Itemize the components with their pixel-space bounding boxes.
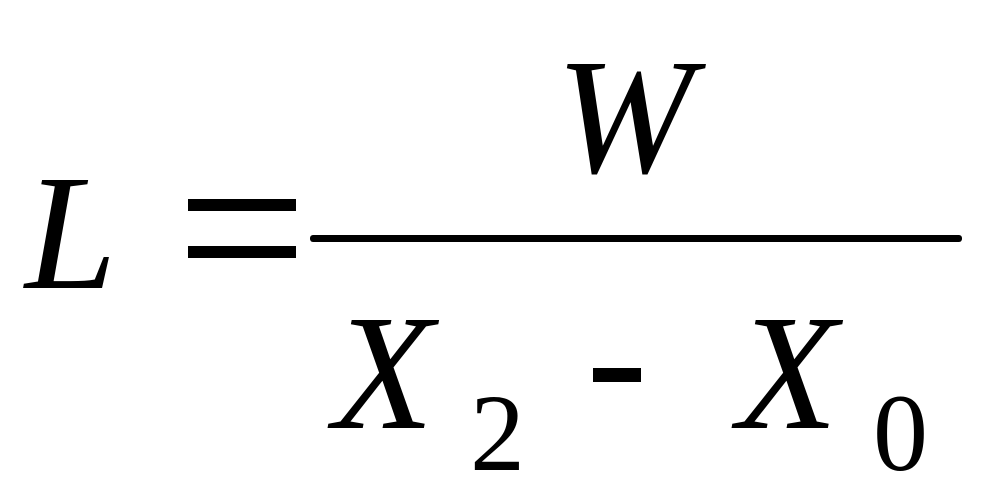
minus-sign [593, 368, 641, 382]
equals-sign-bottom-bar [188, 246, 296, 258]
denominator-term2-variable: X [737, 281, 838, 464]
denominator-term1-variable: X [333, 281, 434, 464]
fraction-numerator: W [556, 25, 694, 208]
denominator-term2-subscript: 0 [873, 372, 928, 494]
denominator-term1-subscript: 2 [470, 372, 525, 494]
fraction-bar [310, 235, 962, 242]
equals-sign-top-bar [188, 199, 296, 211]
formula-lhs-variable: L [25, 141, 117, 324]
